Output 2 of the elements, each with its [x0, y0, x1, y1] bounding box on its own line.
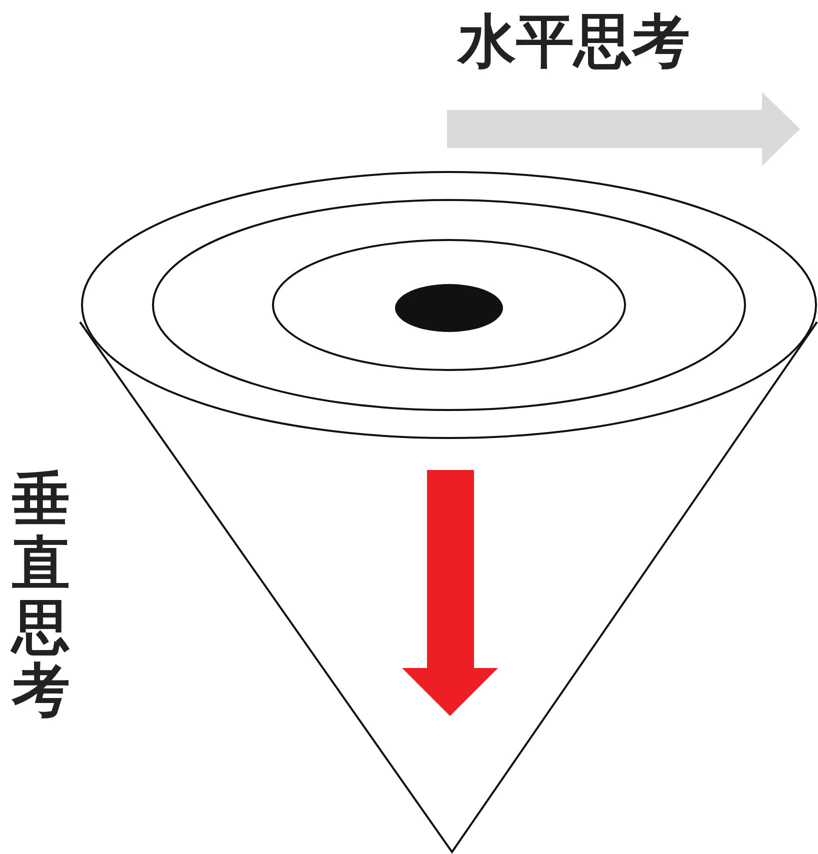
axis-label: 垂直思考 — [12, 468, 70, 724]
axis-label: 水平思考 — [458, 12, 690, 70]
